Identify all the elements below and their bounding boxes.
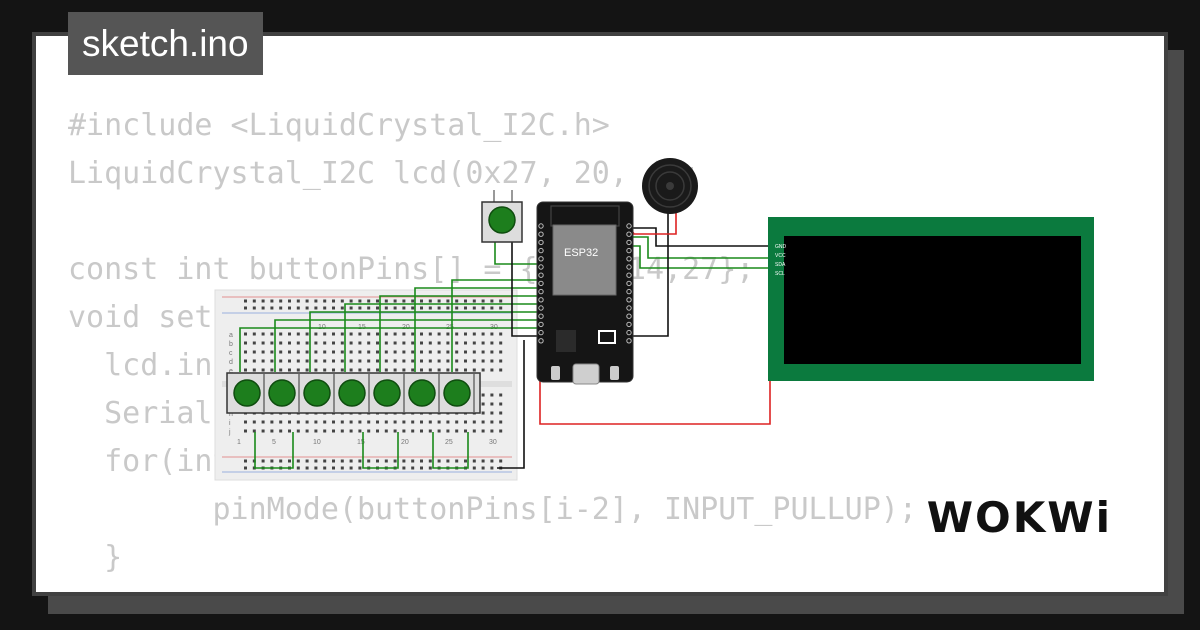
push-button-top[interactable] xyxy=(481,190,523,243)
breadboard-column-number: 15 xyxy=(357,439,365,446)
breadboard-column-number: 10 xyxy=(313,439,321,446)
breadboard-row-letter: j xyxy=(228,429,231,436)
green-wires xyxy=(239,236,772,372)
breadboard-row-letter: d xyxy=(229,359,233,366)
push-button[interactable] xyxy=(373,374,405,412)
lcd-pin-label: VCC xyxy=(775,253,786,259)
ground-wires xyxy=(254,432,469,469)
circuit-diagram: 10 15 20 25 30 1 5 10 15 20 25 30 a b c … xyxy=(214,158,1094,481)
lcd-pin-label: GND xyxy=(775,244,787,250)
push-button[interactable] xyxy=(233,374,265,412)
lcd-display: GND VCC SDA SCL xyxy=(768,217,1094,381)
wokwi-logo: WOKWi xyxy=(926,493,1112,542)
esp32-button[interactable] xyxy=(551,366,560,380)
breadboard-row-letter: a xyxy=(229,332,233,339)
esp32-board: ESP32 xyxy=(536,201,634,385)
push-button-row xyxy=(226,372,481,414)
lcd-pin-label: SCL xyxy=(775,271,785,277)
breadboard-column-number: 30 xyxy=(489,439,497,446)
code-line: #include <LiquidCrystal_I2C.h> xyxy=(68,108,610,143)
buzzer xyxy=(642,158,698,214)
breadboard-column-number: 25 xyxy=(445,439,453,446)
push-button[interactable] xyxy=(338,374,370,412)
code-line: pinMode(buttonPins[i-2], INPUT_PULLUP); xyxy=(68,492,917,527)
code-line: } xyxy=(68,540,123,575)
breadboard-row-letter: b xyxy=(229,341,233,348)
push-button[interactable] xyxy=(303,374,335,412)
lcd-pin-label: SDA xyxy=(775,262,786,268)
breadboard-column-number: 5 xyxy=(272,439,276,446)
breadboard-row-letter: c xyxy=(229,350,233,357)
esp32-label: ESP32 xyxy=(564,247,598,259)
black-wires xyxy=(497,212,772,469)
breadboard-row-letter: e xyxy=(229,368,233,375)
breadboard-row-letter: i xyxy=(229,420,231,427)
push-button[interactable] xyxy=(408,374,440,412)
preview-card: #include <LiquidCrystal_I2C.h> LiquidCrys… xyxy=(32,32,1168,596)
push-button[interactable] xyxy=(443,374,475,412)
breadboard-column-number: 1 xyxy=(237,439,241,446)
breadboard-row-letter: h xyxy=(229,411,233,418)
code-line: pinMode(33, INPUT_PULLUP); xyxy=(68,582,917,592)
file-tab[interactable]: sketch.ino xyxy=(68,12,263,75)
breadboard-column-number: 20 xyxy=(401,439,409,446)
esp32-button[interactable] xyxy=(610,366,619,380)
code-line: LiquidCrystal_I2C lcd(0x27, 20, 4); xyxy=(68,156,701,191)
push-button[interactable] xyxy=(268,374,300,412)
